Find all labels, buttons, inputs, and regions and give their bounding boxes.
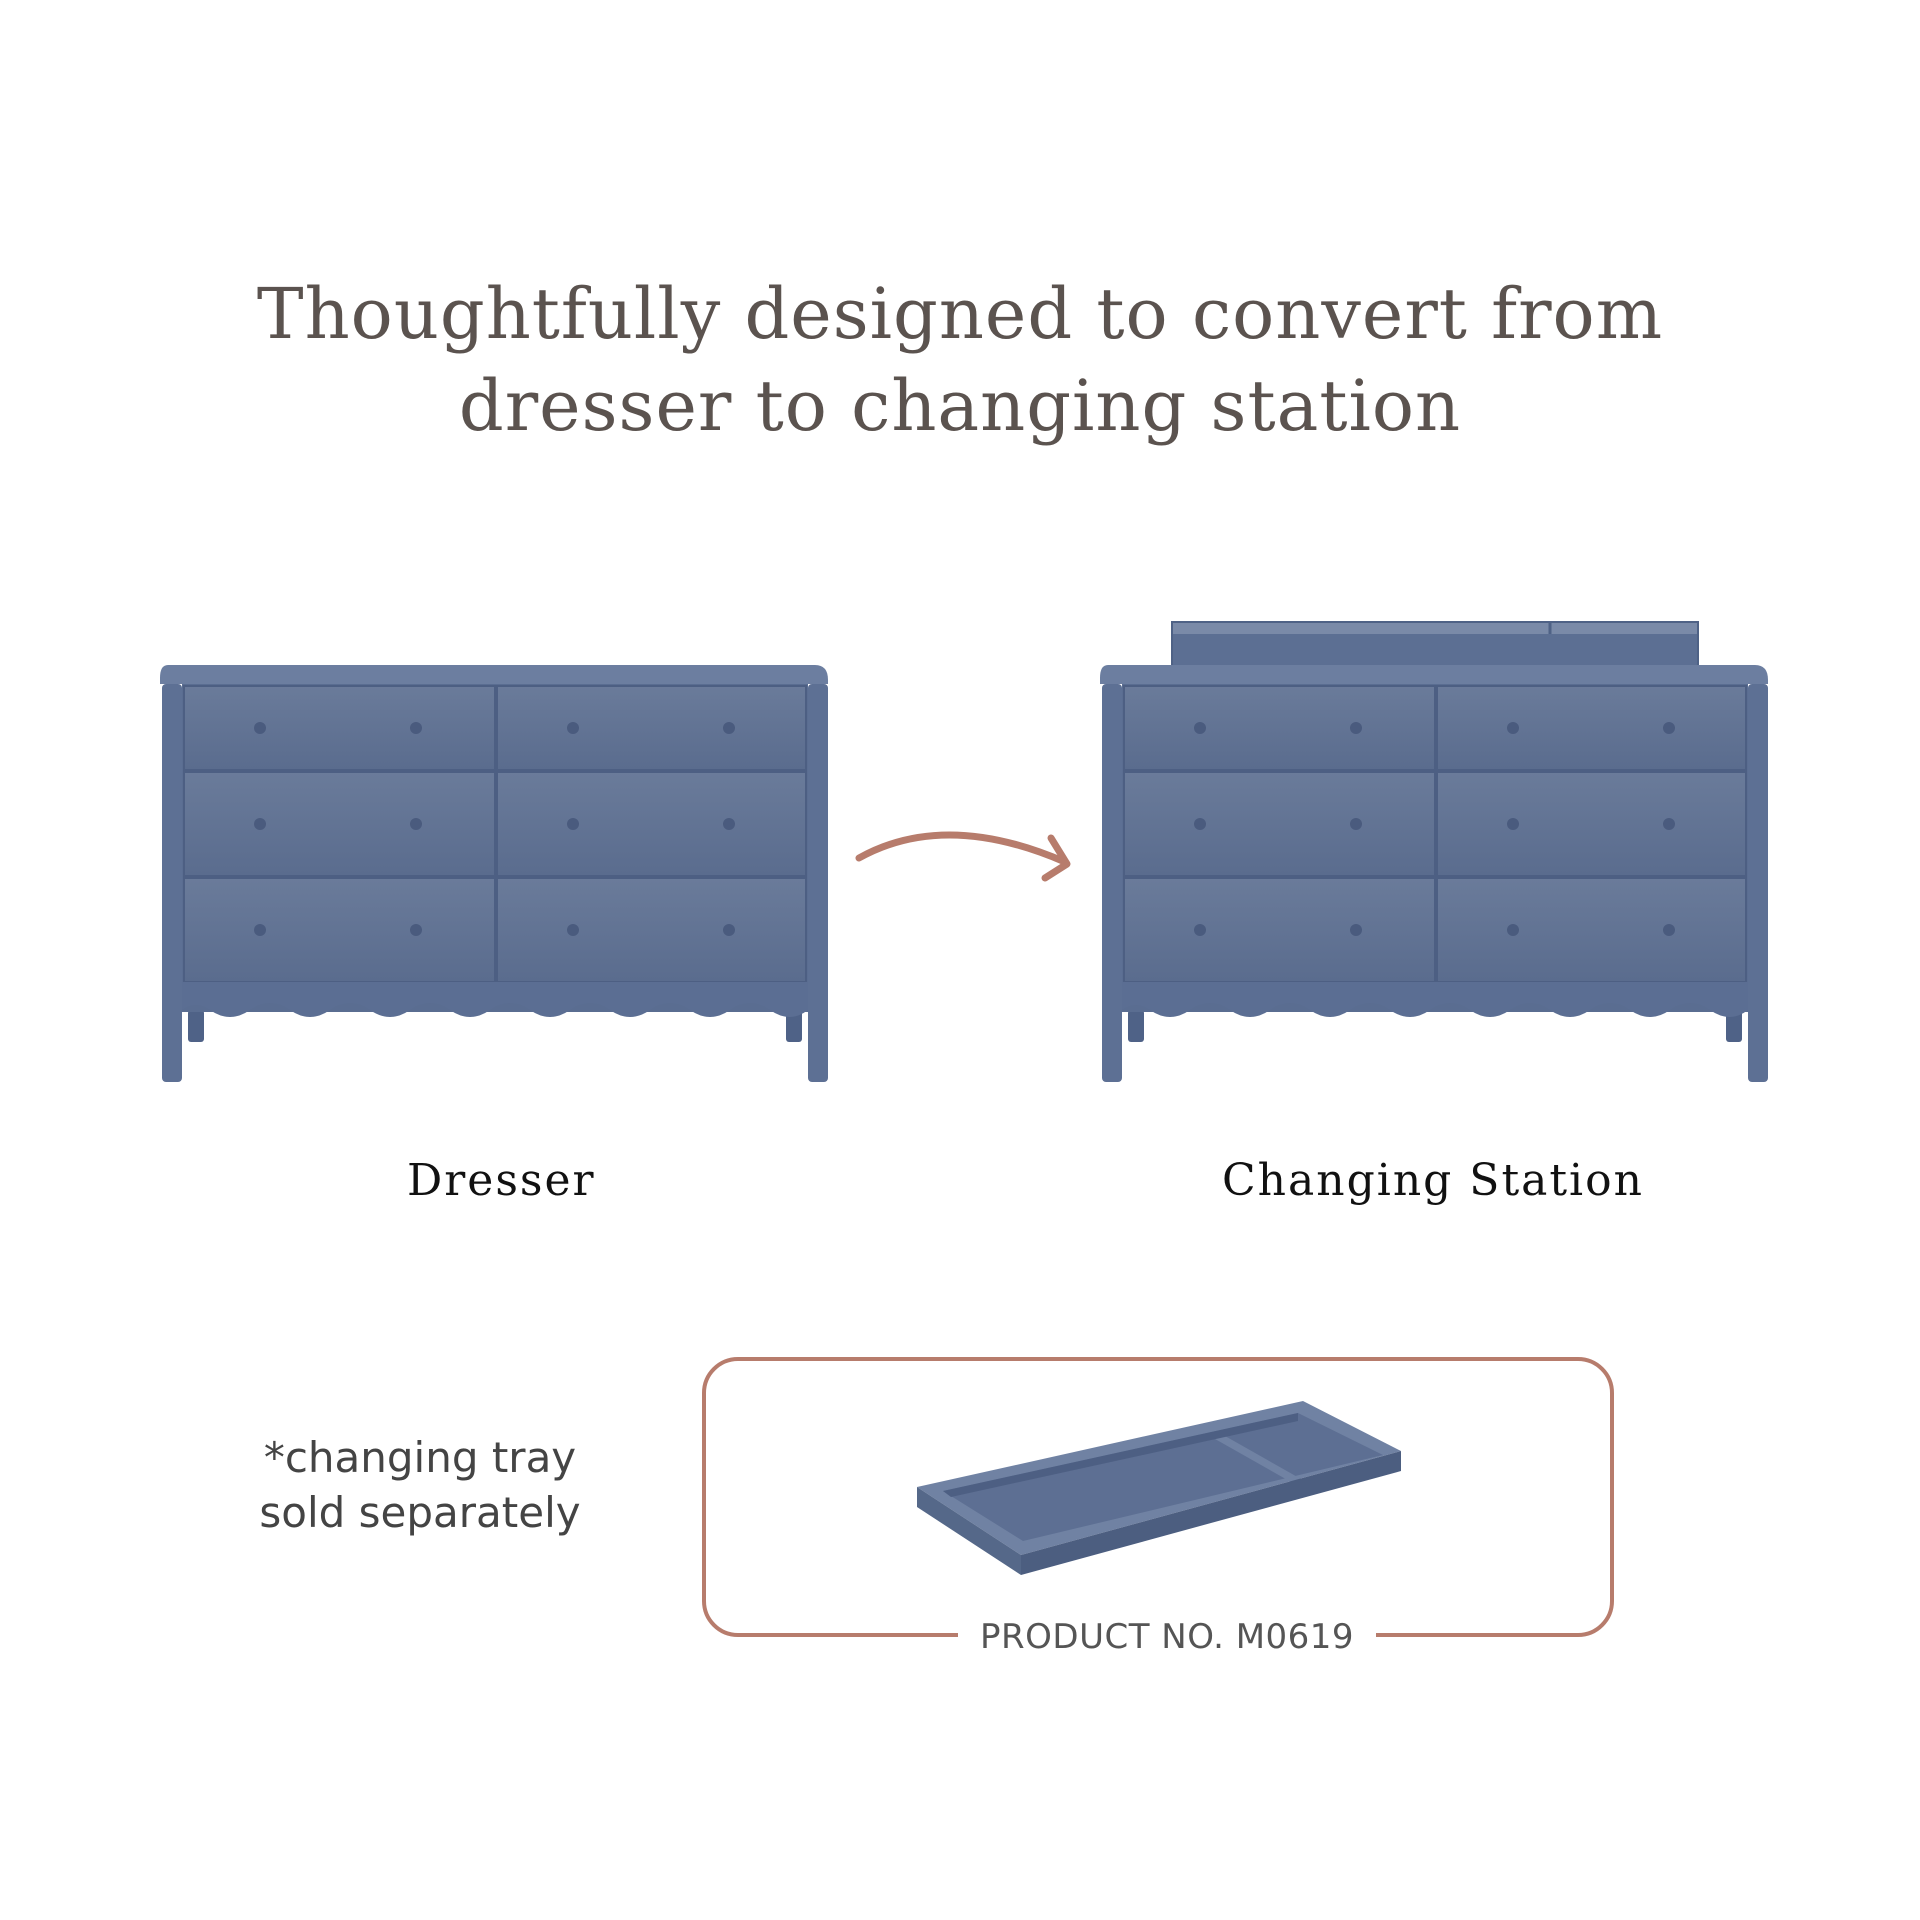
curved-arrow-icon xyxy=(855,831,1071,882)
changing-station-label: Changing Station xyxy=(1222,1155,1644,1206)
changing-station-illustration xyxy=(1100,621,1768,1082)
headline-line-2: dresser to changing station xyxy=(458,365,1462,447)
tray-note-line-1: *changing tray xyxy=(263,1433,577,1482)
product-number: PRODUCT NO. M0619 xyxy=(958,1612,1377,1662)
tray-note-line-2: sold separately xyxy=(259,1488,581,1537)
headline: Thoughtfully designed to convert from dr… xyxy=(0,268,1920,452)
dresser-label: Dresser xyxy=(407,1155,596,1206)
headline-line-1: Thoughtfully designed to convert from xyxy=(256,273,1664,355)
tray-note: *changing tray sold separately xyxy=(200,1430,640,1540)
changing-tray-illustration xyxy=(917,1401,1401,1575)
dresser-illustration xyxy=(160,665,828,1082)
